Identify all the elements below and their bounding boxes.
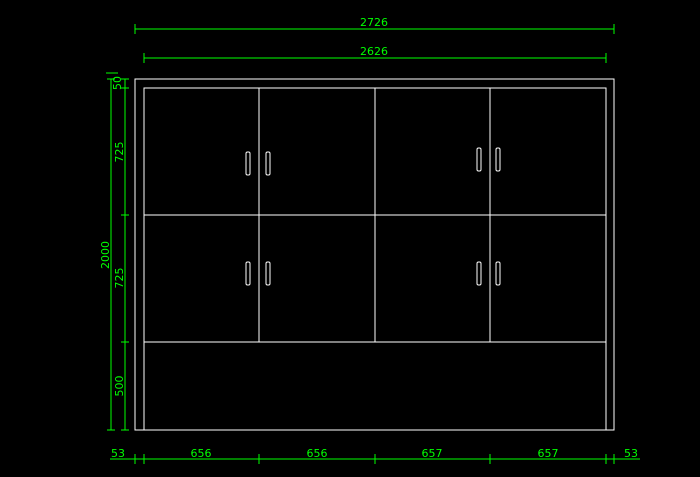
door-handle [476, 147, 482, 172]
door-handle [265, 151, 271, 176]
dim-left-side: 53 [111, 447, 125, 460]
dimension-lines [106, 24, 640, 464]
dim-inner-width: 2626 [360, 45, 388, 58]
dim-overall-height: 2000 [99, 241, 112, 269]
door-handle [245, 261, 251, 286]
door-handle [495, 147, 501, 172]
dim-overall-width: 2726 [360, 16, 388, 29]
door-handle [265, 261, 271, 286]
dimension-labels: 2726 2626 2000 50 725 725 500 53 656 656… [99, 16, 638, 460]
dim-right-side: 53 [624, 447, 638, 460]
dim-top-rail: 50 [111, 76, 124, 90]
dim-middle-row: 725 [113, 268, 126, 289]
dim-col2: 656 [307, 447, 328, 460]
door-handle [495, 261, 501, 286]
dim-bottom-section: 500 [113, 376, 126, 397]
cabinet-outline [134, 78, 615, 431]
dim-upper-row: 725 [113, 142, 126, 163]
door-handle [245, 151, 251, 176]
door-handle [476, 261, 482, 286]
dim-col3: 657 [422, 447, 443, 460]
dim-col4: 657 [538, 447, 559, 460]
dim-col1: 656 [191, 447, 212, 460]
